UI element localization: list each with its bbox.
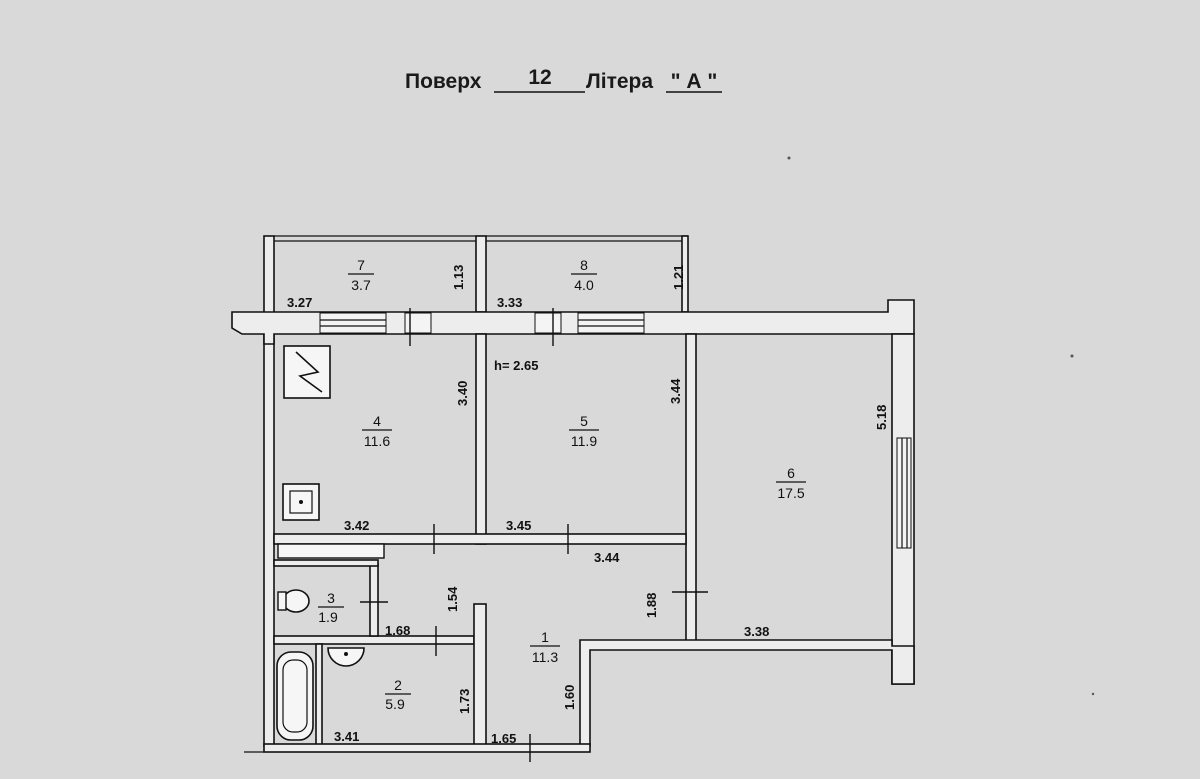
dimension: 3.33 (497, 295, 522, 310)
dimension: 3.42 (344, 518, 369, 533)
letter-value: " А " (671, 70, 718, 93)
room-7-label: 7 3.7 (348, 257, 374, 293)
dimension: 1.60 (562, 685, 577, 710)
washbasin-icon (327, 647, 365, 667)
room-number: 1 (541, 629, 549, 645)
floor-label: Поверх (405, 70, 482, 93)
room-area: 4.0 (574, 277, 594, 293)
room-number: 7 (357, 257, 365, 273)
room-2-label: 2 5.9 (385, 677, 411, 712)
room-area: 3.7 (351, 277, 371, 293)
room-number: 2 (394, 677, 402, 693)
dimension: 1.54 (445, 586, 460, 612)
dimension: 3.38 (744, 624, 769, 639)
dimension: 1.21 (671, 265, 686, 290)
room-area: 5.9 (385, 696, 405, 712)
counter-icon (277, 543, 385, 559)
fixtures (276, 345, 385, 741)
dimension: 3.45 (506, 518, 531, 533)
room-labels: 7 3.7 8 4.0 4 11.6 5 11.9 6 17.5 3 1.9 (318, 257, 806, 712)
room-number: 6 (787, 465, 795, 481)
room-area: 17.5 (777, 485, 804, 501)
plan-header: Поверх 12 Літера " А " (405, 66, 722, 93)
room-area: 11.6 (364, 433, 390, 449)
door-marks (360, 308, 708, 762)
room-1-label: 1 11.3 (530, 629, 560, 665)
floor-number: 12 (528, 66, 551, 89)
letter-label: Літера (586, 70, 653, 93)
dimension: 3.40 (455, 381, 470, 406)
room-8-label: 8 4.0 (571, 257, 597, 293)
room-3-label: 3 1.9 (318, 590, 344, 625)
dimension: 1.13 (451, 265, 466, 290)
ceiling-height: h= 2.65 (494, 358, 538, 373)
stove-icon (283, 345, 331, 399)
dimension: 1.73 (457, 689, 472, 714)
dimension: 1.68 (385, 623, 410, 638)
room-number: 4 (373, 413, 381, 429)
room-number: 5 (580, 413, 588, 429)
room-area: 11.3 (532, 649, 558, 665)
room-5-label: 5 11.9 (569, 413, 599, 449)
dimension: 1.88 (644, 593, 659, 618)
dimension: 3.44 (668, 378, 683, 404)
room-6-label: 6 17.5 (776, 465, 806, 501)
room-area: 1.9 (318, 609, 338, 625)
dimension: 3.27 (287, 295, 312, 310)
dimension: 5.18 (874, 405, 889, 430)
dimension: 1.65 (491, 731, 516, 746)
room-number: 3 (327, 590, 335, 606)
dimension-labels: 3.27 3.33 3.42 3.45 3.44 3.38 1.68 3.41 … (287, 265, 889, 746)
toilet-icon (282, 589, 310, 613)
dimension: 3.41 (334, 729, 359, 744)
walls (231, 235, 915, 753)
room-4-label: 4 11.6 (362, 413, 392, 449)
room-area: 11.9 (571, 433, 597, 449)
bathtub-icon (276, 651, 314, 741)
room-number: 8 (580, 257, 588, 273)
dimension: 3.44 (594, 550, 620, 565)
